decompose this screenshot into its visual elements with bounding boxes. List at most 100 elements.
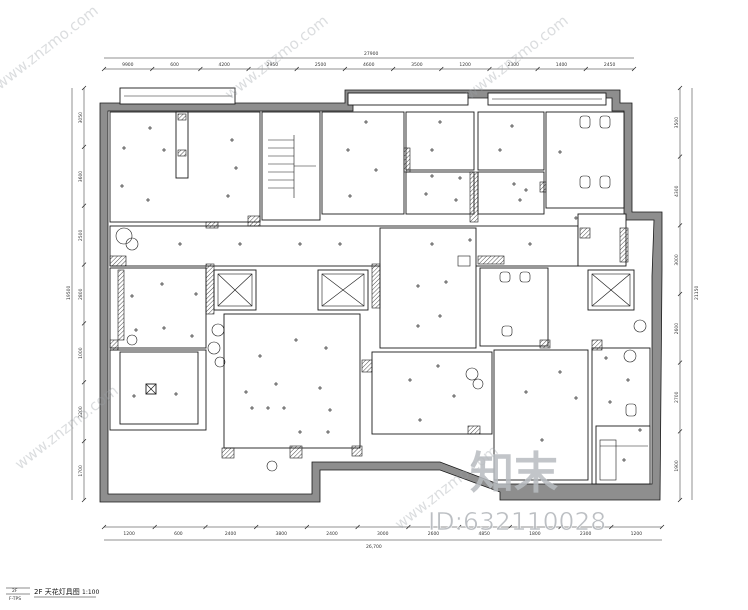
room-top-middle [321,111,405,215]
dim-tick [631,66,637,72]
drawing-title-block: 2F F-TPS 2F 天花灯具图 1:100 [6,587,99,602]
corridor [109,225,579,267]
ceiling-lamp-symbols [120,120,642,462]
dim-segment-label: 1400 [556,62,568,68]
stair-treads [268,135,316,198]
dim-segment-label: 3500 [674,117,680,129]
dim-segment-label: 2950 [267,62,279,68]
dim-tick [355,524,360,530]
dim-segment-label: 3600 [78,171,84,183]
dim-tick [81,262,87,267]
dim-tick [583,66,589,72]
left-dimension-chain: 19500 3050 3600 2500 2800 1000 2200 1700 [66,85,87,503]
dim-tick [677,223,683,228]
dim-tick [81,321,87,326]
dim-segment-label: 600 [174,531,183,537]
room-center [379,227,477,349]
dim-tick [677,429,683,434]
dim-tick [152,524,157,530]
watermark-site-1: www.znzmo.com [0,2,102,94]
bottom-total-label: 26,700 [366,544,382,550]
dim-tick [294,66,299,72]
dim-segment-label: 3500 [411,62,423,68]
dim-tick [101,524,107,530]
left-segment-labels: 3050 3600 2500 2800 1000 2200 1700 [78,85,87,503]
drawing-scale: 1:100 [82,589,99,596]
watermark-site-2: www.znzmo.com [221,12,331,104]
dim-tick [81,497,87,503]
dim-segment-label: 1200 [123,531,135,537]
dim-segment-label: 3000 [674,254,680,266]
dim-tick [406,524,411,530]
dim-tick [390,66,396,72]
dim-segment-label: 1200 [631,531,643,537]
dim-segment-label: 1000 [78,347,84,359]
room-top-right-b [477,111,545,171]
drawing-title: 2F 天花灯具图 [34,587,80,596]
dim-tick [659,524,665,530]
lobby [223,313,361,449]
furniture-symbols [115,115,647,472]
dim-tick [101,66,107,72]
dim-tick [253,524,259,530]
dim-segment-label: 2700 [674,391,680,403]
dim-tick [149,66,155,72]
right-total-label: 21150 [694,286,700,300]
dim-segment-label: 2300 [580,531,592,537]
dim-segment-label: 1900 [674,460,680,472]
room-center-right [479,267,549,347]
dim-segment-label: 9900 [122,62,134,68]
dim-tick [81,203,87,208]
dim-tick [456,524,462,530]
dim-segment-label: 2500 [78,230,84,242]
title-tag-top: 2F [12,588,18,594]
title-tag-bottom: F-TPS [9,596,21,602]
dim-segment-label: 3050 [78,112,84,124]
dim-tick [558,524,563,530]
dim-segment-label: 4300 [674,185,680,197]
dim-segment-label: 2800 [78,288,84,300]
dim-segment-label: 1800 [529,531,541,537]
dim-segment-label: 3800 [276,531,288,537]
dim-tick [487,66,492,72]
dim-segment-label: 1700 [78,465,84,477]
watermark-id: ID:632110028 [428,507,606,536]
dim-tick [342,66,348,72]
dim-segment-label: 2200 [78,406,84,418]
dim-tick [81,85,87,91]
room-lower-center [371,351,493,435]
top-total-label: 27900 [364,51,378,57]
dim-tick [198,66,203,72]
dim-tick [81,380,87,385]
dim-tick [246,66,251,72]
dim-segment-label: 600 [170,62,179,68]
dim-tick [535,66,540,72]
dim-segment-label: 2400 [225,531,237,537]
dim-tick [81,438,87,444]
watermark-logo: 知末 [470,448,558,499]
dim-tick [609,524,614,530]
dim-tick [507,524,513,530]
dim-segment-label: 2600 [428,531,440,537]
dim-tick [677,154,683,159]
left-total-label: 19500 [66,286,72,300]
watermark-site-3: www.znzmo.com [461,12,571,104]
dim-tick [439,66,444,72]
rooms [109,111,651,485]
dim-segment-label: 3000 [377,531,389,537]
dim-segment-label: 2600 [674,323,680,335]
dim-segment-label: 4600 [363,62,375,68]
dim-tick [304,524,310,530]
dim-tick [81,144,87,150]
room-left-middle [109,267,207,349]
dim-segment-label: 4200 [218,62,230,68]
right-dimension-chain: 21150 3500 4300 3000 2600 2700 1900 [674,85,700,503]
dim-tick [677,497,683,503]
dim-tick [677,291,683,297]
dim-segment-label: 1200 [459,62,471,68]
